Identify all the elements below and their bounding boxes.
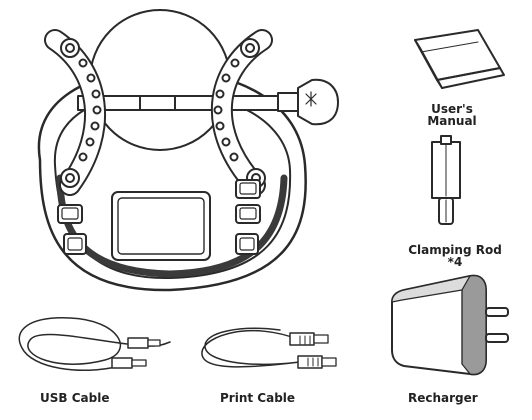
- recharger-label: Recharger: [408, 391, 478, 405]
- recharger-illustration: [391, 274, 509, 376]
- usb-cable-illustration: [18, 317, 171, 372]
- clamping-rod-label-line2: *4: [447, 255, 463, 269]
- clamping-rod-label: Clamping Rod *4: [408, 244, 502, 268]
- clamping-rod-illustration: [431, 135, 461, 225]
- main-device: [37, 9, 339, 292]
- manual-label: User's Manual: [427, 103, 476, 127]
- clamping-rod-label-line1: Clamping Rod: [408, 243, 502, 257]
- usb-cable-label: USB Cable: [40, 391, 110, 405]
- print-cable-illustration: [201, 327, 337, 369]
- users-manual-illustration: [414, 29, 505, 89]
- manual-label-line1: User's: [431, 102, 473, 116]
- manual-label-line2: Manual: [427, 114, 477, 128]
- print-cable-label: Print Cable: [220, 391, 296, 405]
